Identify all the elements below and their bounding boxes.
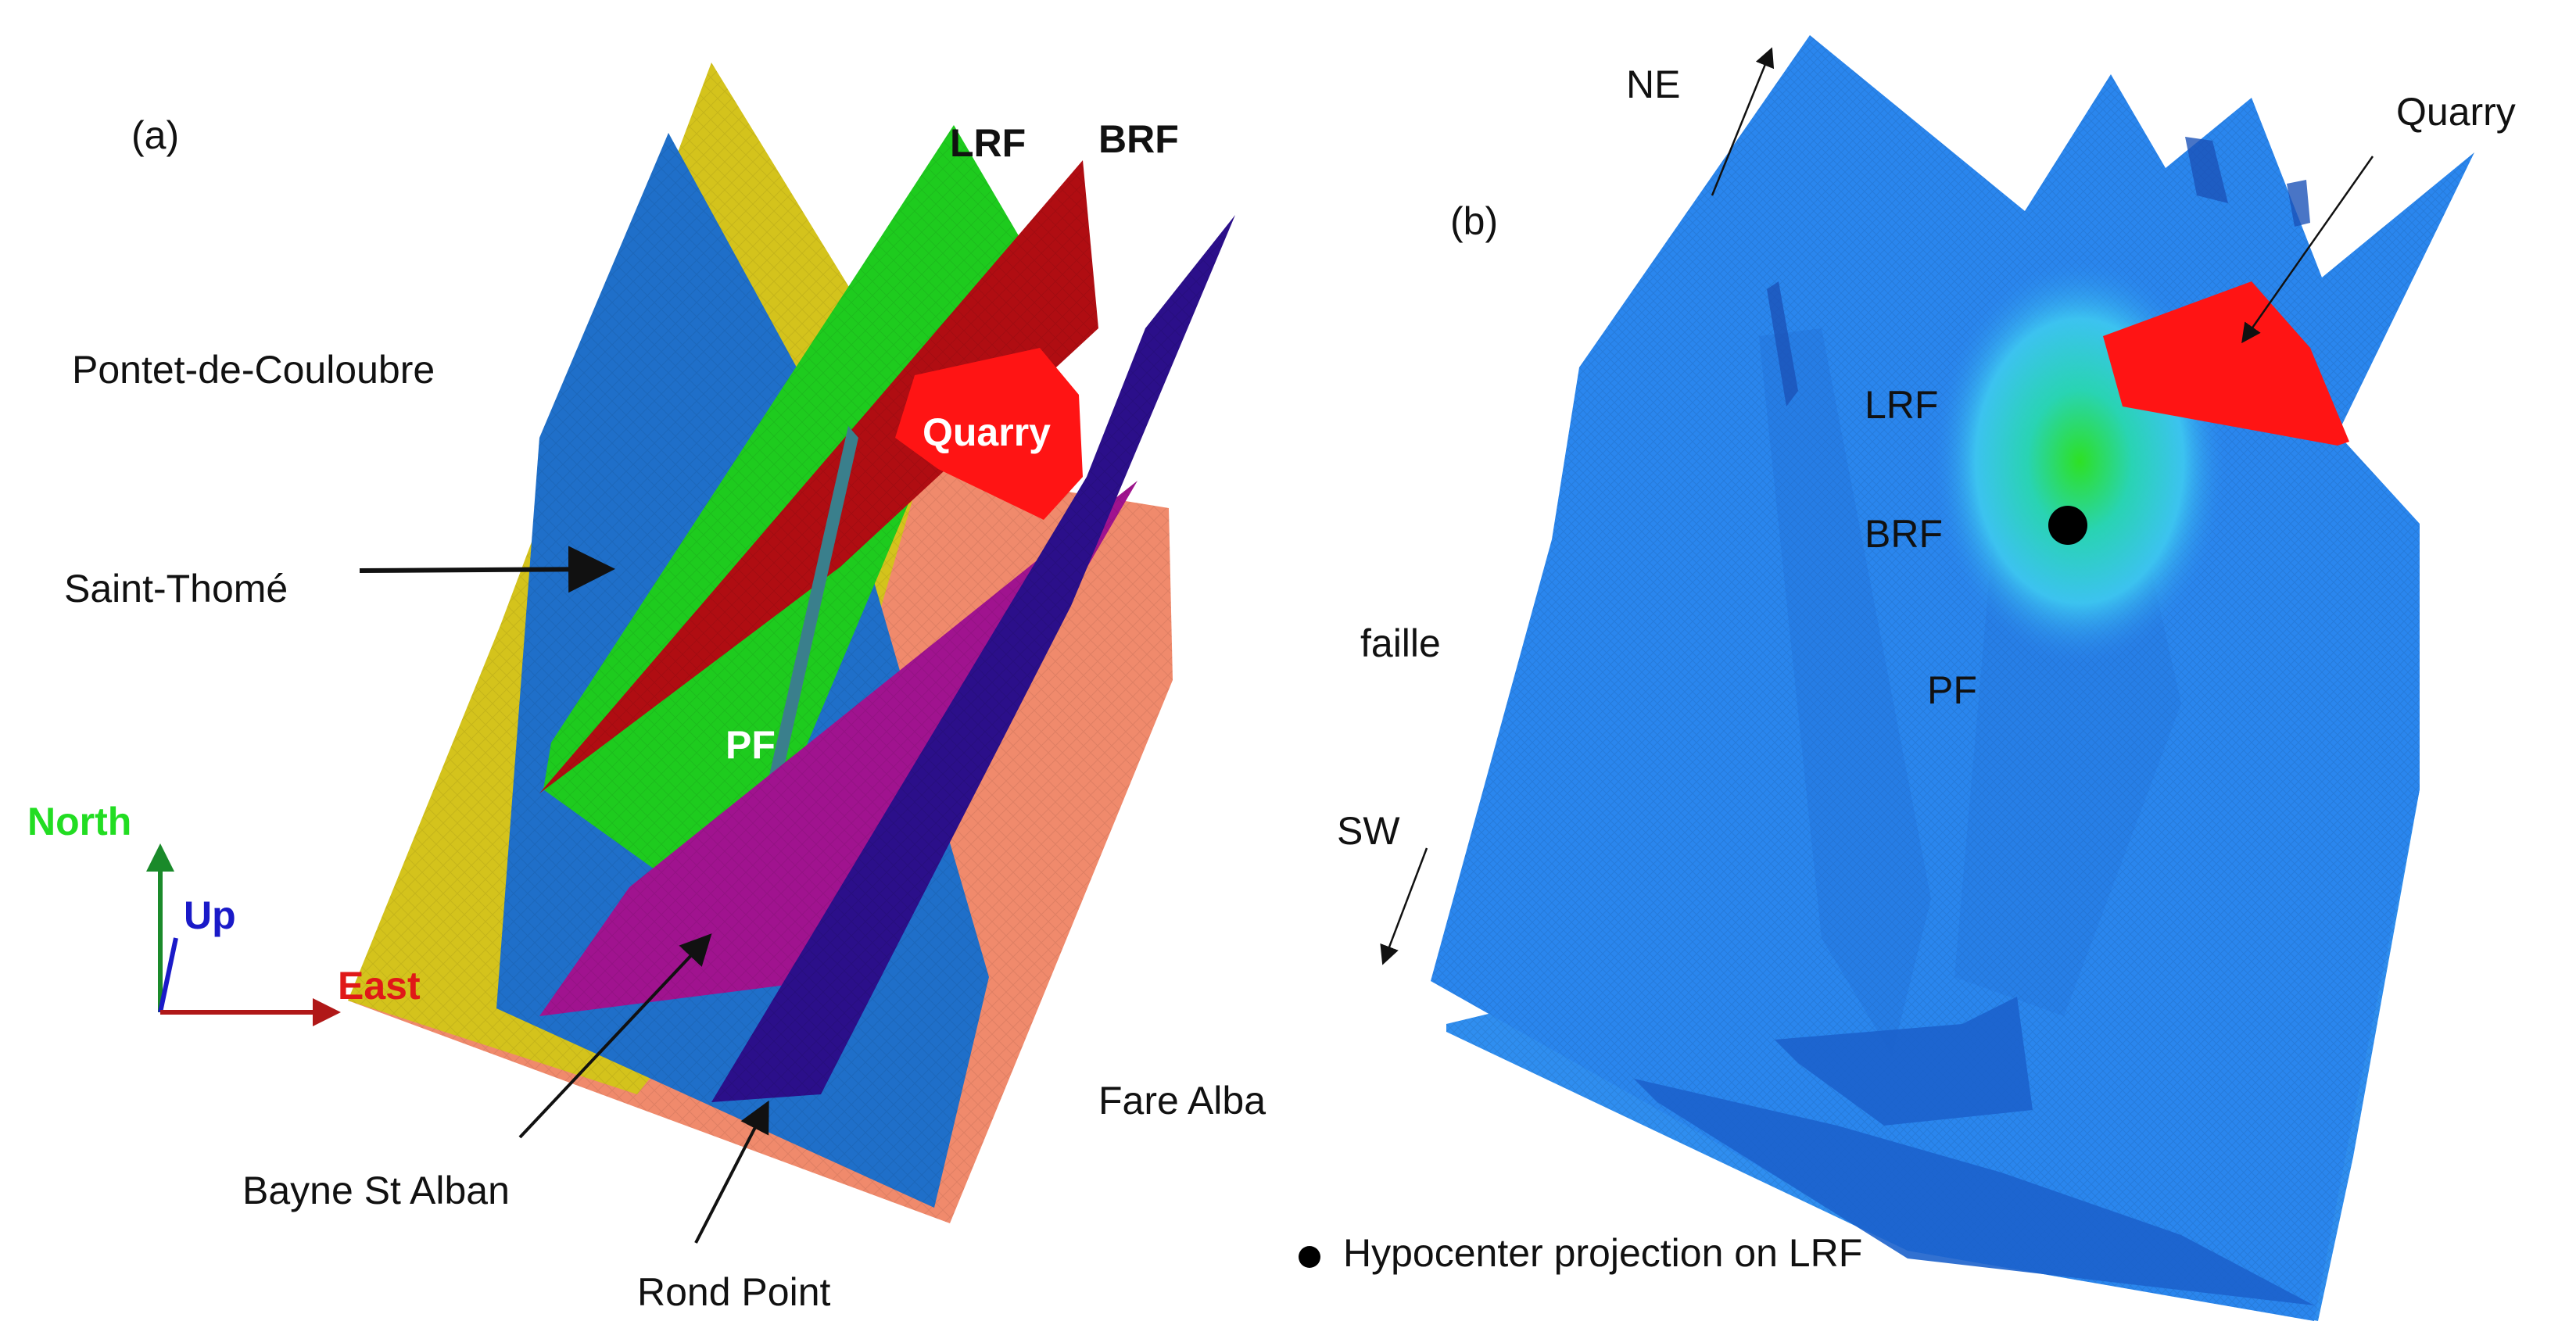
- label-lrf-b: LRF: [1865, 383, 1938, 427]
- label-ne: NE: [1626, 63, 1680, 106]
- axis-up-label: Up: [184, 893, 236, 937]
- label-pontet-de-couloubre: Pontet-de-Couloubre: [72, 348, 435, 392]
- label-brf: BRF: [1098, 117, 1179, 161]
- arrow-saint-thome: [359, 546, 615, 593]
- label-quarry-a: Quarry: [923, 410, 1051, 454]
- panel-b-label: (b): [1450, 199, 1498, 243]
- label-saint-thome: Saint-Thomé: [64, 567, 288, 610]
- arrow-quarry-b: [2241, 156, 2374, 344]
- panel-b: (b) NE SW Quarry LRF BRF PF faille Hypoc…: [1299, 35, 2516, 1321]
- orientation-axes: North Up East: [27, 800, 421, 1026]
- arrow-ne: [1711, 47, 1775, 196]
- arrow-bayne-st-alban: [518, 933, 712, 1139]
- label-pf: PF: [726, 723, 776, 767]
- label-faille: faille: [1360, 621, 1441, 665]
- label-lrf: LRF: [950, 121, 1026, 165]
- label-bayne-st-alban: Bayne St Alban: [242, 1169, 510, 1212]
- label-quarry-b: Quarry: [2396, 90, 2516, 134]
- label-fare-alba: Fare Alba: [1098, 1079, 1266, 1122]
- quarry-a: [895, 348, 1083, 520]
- hypocenter-marker: [2048, 506, 2087, 545]
- legend-text: Hypocenter projection on LRF: [1343, 1231, 1862, 1275]
- label-sw: SW: [1337, 809, 1400, 853]
- label-brf-b: BRF: [1865, 512, 1943, 556]
- legend-marker: [1299, 1246, 1320, 1268]
- quarry-b: [2103, 281, 2349, 446]
- fault-pf: [747, 426, 858, 875]
- arrow-sw: [1380, 847, 1428, 965]
- label-pf-b: PF: [1927, 668, 1977, 712]
- axis-east-label: East: [338, 964, 421, 1008]
- axis-north-label: North: [27, 800, 131, 843]
- panel-a: (a) LRF BRF Pontet-de-Couloubre Saint-Th…: [27, 63, 1266, 1314]
- label-rond-point: Rond Point: [637, 1270, 830, 1314]
- legend: Hypocenter projection on LRF: [1299, 1231, 1862, 1275]
- arrow-rond-point: [694, 1100, 769, 1244]
- panel-a-label: (a): [131, 113, 179, 157]
